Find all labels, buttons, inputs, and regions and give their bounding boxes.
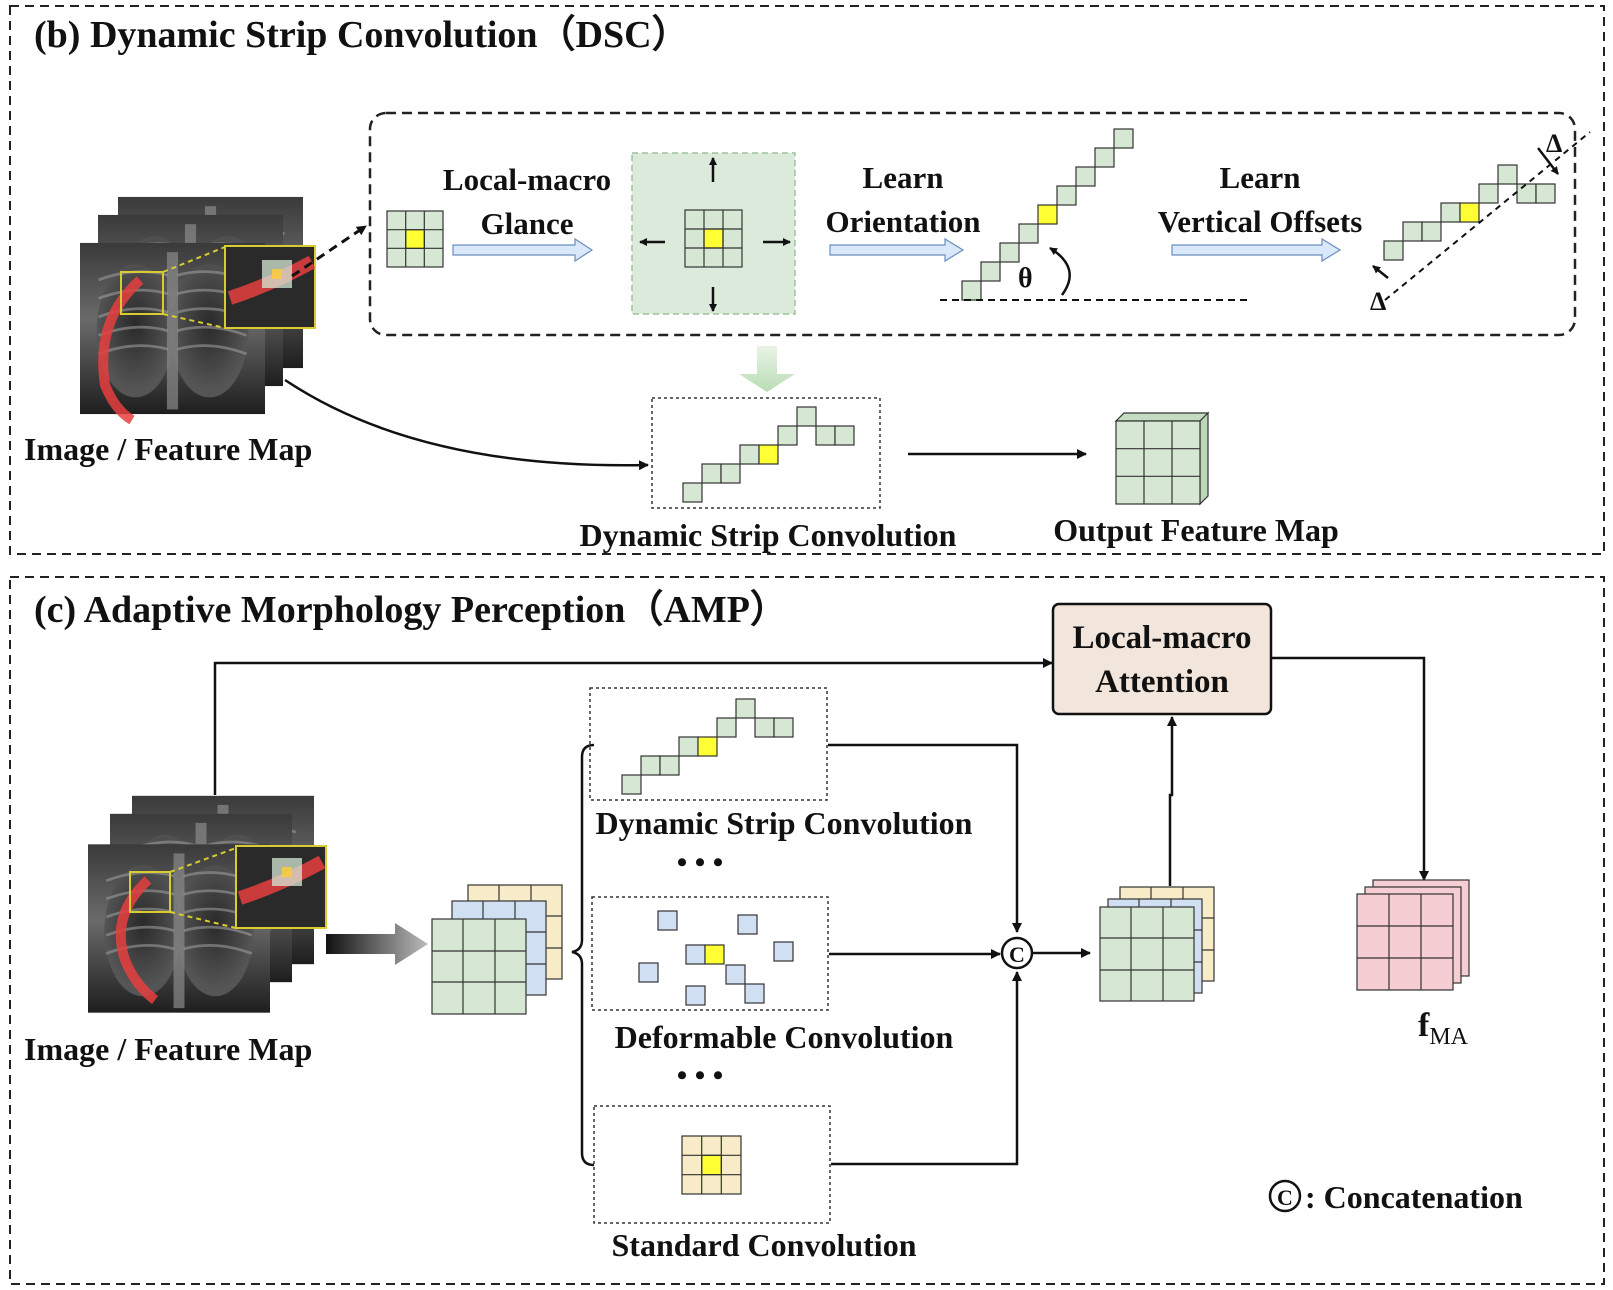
step3-label-line1: Learn xyxy=(1220,160,1301,195)
input-feature-cube xyxy=(431,884,563,1015)
panel-c-input-image xyxy=(88,795,327,1015)
dsc-kernel-box xyxy=(651,397,881,509)
branch3-label: Standard Convolution xyxy=(612,1227,917,1263)
panel-c-input-label: Image / Feature Map xyxy=(24,1031,312,1067)
initial-kernel-grid xyxy=(386,210,444,268)
input-to-dsc-curve xyxy=(284,378,649,471)
step2-label-line2: Orientation xyxy=(826,204,981,239)
output-feature-cube xyxy=(1114,411,1210,506)
delta-label-bottom: Δ xyxy=(1370,287,1386,316)
glance-kernel-grid xyxy=(684,209,743,268)
branch-bracket xyxy=(571,743,595,1167)
orientation-process-box xyxy=(368,111,1577,337)
oriented-strip-kernel xyxy=(961,128,1134,301)
step3-arrow xyxy=(1171,237,1342,263)
branch2-label: Deformable Convolution xyxy=(615,1019,954,1055)
panel-c-border xyxy=(9,576,1605,1285)
branch2-deformable-kernel xyxy=(638,910,794,1006)
concat-node: C xyxy=(1000,936,1034,970)
input-to-features-arrow xyxy=(326,923,428,965)
delta-label-top: Δ xyxy=(1546,129,1562,158)
attention-label-line1: Local-macro xyxy=(1072,620,1251,656)
glance-direction-arrows xyxy=(639,157,791,312)
down-transfer-arrow xyxy=(739,346,795,392)
output-fma-cube xyxy=(1356,879,1470,991)
panel-b-input-label: Image / Feature Map xyxy=(24,431,312,467)
step1-label-line1: Local-macro xyxy=(443,162,611,197)
branch3-standard-kernel xyxy=(681,1135,742,1195)
panel-b-border xyxy=(9,5,1605,555)
step1-label-line2: Glance xyxy=(481,206,574,241)
legend-text: : Concatenation xyxy=(1305,1179,1523,1215)
offset-strip-kernel xyxy=(1383,164,1556,261)
ellipsis-2: • • • xyxy=(677,1059,724,1092)
panel-b-input-image xyxy=(80,195,316,425)
theta-label: θ xyxy=(1018,263,1033,294)
attention-label-line2: Attention xyxy=(1095,664,1229,700)
branch1-label: Dynamic Strip Convolution xyxy=(596,805,973,841)
concatenation-legend: C : Concatenation xyxy=(1268,1179,1523,1215)
branch1-dsc-kernel xyxy=(621,698,794,795)
step2-label-line1: Learn xyxy=(863,160,944,195)
step3-label-line2: Vertical Offsets xyxy=(1158,204,1363,239)
branch3-box xyxy=(593,1105,831,1224)
dsc-label: Dynamic Strip Convolution xyxy=(580,517,957,553)
ellipsis-1: • • • xyxy=(677,846,724,879)
panel-b-title: (b) Dynamic Strip Convolution（DSC） xyxy=(34,14,690,56)
panel-c-title: (c) Adaptive Morphology Perception（AMP） xyxy=(34,589,788,631)
step1-arrow xyxy=(452,237,594,263)
legend-symbol: C xyxy=(1277,1185,1293,1210)
step2-arrow xyxy=(829,237,965,263)
concat-symbol: C xyxy=(1009,942,1025,967)
branch1-box xyxy=(589,687,828,801)
concatenated-feature-cube xyxy=(1099,886,1215,1002)
output-label: Output Feature Map xyxy=(1053,512,1339,548)
dsc-kernel xyxy=(682,406,855,503)
output-fma-label: fMA xyxy=(1418,1007,1469,1050)
